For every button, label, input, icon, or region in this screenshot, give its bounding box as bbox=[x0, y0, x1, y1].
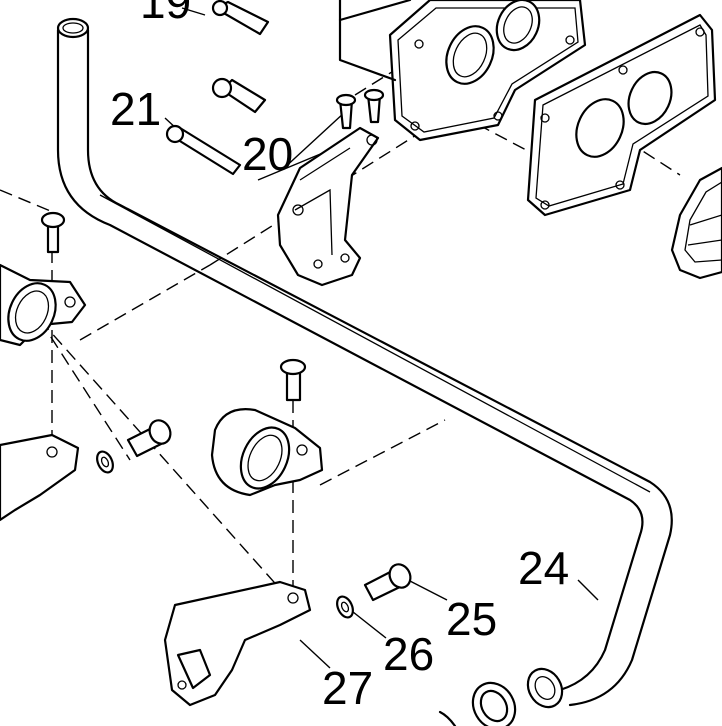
callout-labels: 19 21 20 24 25 26 27 bbox=[110, 0, 569, 714]
tube-end-top bbox=[56, 17, 90, 39]
manifold-housing bbox=[338, 0, 587, 142]
hose-clamp-ring bbox=[438, 681, 517, 726]
bolt-21-lower bbox=[165, 124, 242, 176]
callout-21: 21 bbox=[110, 83, 161, 135]
tube-end-bottom bbox=[526, 667, 564, 709]
callout-26: 26 bbox=[383, 628, 434, 680]
alignment-lines bbox=[0, 69, 681, 601]
bolt-left-vertical bbox=[40, 211, 66, 254]
leader-lines bbox=[164, 7, 599, 669]
mounting-plate-part-27 bbox=[163, 580, 312, 707]
callout-25: 25 bbox=[446, 593, 497, 645]
bent-tube-part-24 bbox=[56, 17, 673, 709]
tube-clamp-center bbox=[210, 408, 324, 497]
tube-clamp-left bbox=[0, 263, 87, 347]
bolt-part-25 bbox=[363, 563, 412, 602]
bolt-20-pair bbox=[335, 88, 385, 130]
bolt-left-angled bbox=[126, 419, 172, 458]
callout-19: 19 bbox=[140, 0, 191, 28]
callout-20: 20 bbox=[242, 128, 293, 180]
washer-part-26 bbox=[336, 595, 354, 619]
washer-left bbox=[96, 450, 114, 474]
gasket-plate bbox=[526, 13, 717, 217]
mounting-plate-left bbox=[0, 433, 80, 522]
bolt-center-vertical bbox=[279, 358, 307, 402]
right-edge-component bbox=[670, 166, 722, 280]
callout-27: 27 bbox=[322, 662, 373, 714]
callout-24: 24 bbox=[518, 542, 569, 594]
bolt-19 bbox=[211, 0, 270, 36]
bracket-part-20 bbox=[276, 126, 380, 287]
bolt-21-upper bbox=[211, 77, 267, 114]
